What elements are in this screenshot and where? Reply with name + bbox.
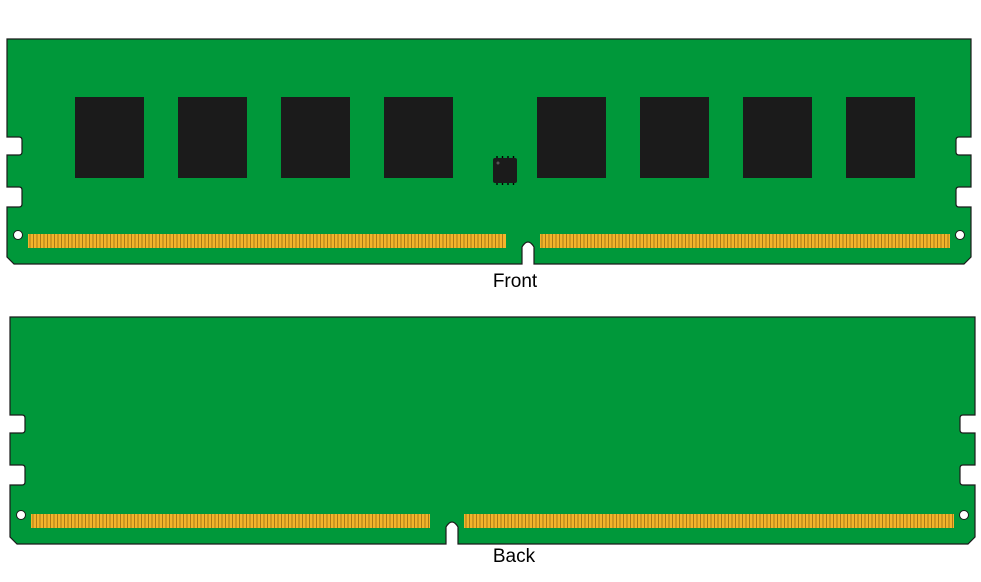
front-dram-chip [846, 97, 915, 178]
back-pcb [9, 316, 976, 545]
front-spd-chip-dot [496, 161, 500, 165]
front-dram-chip [178, 97, 247, 178]
front-dram-chip [281, 97, 350, 178]
back-contact-pins [465, 514, 953, 528]
front-spd-chip [493, 158, 517, 183]
back-contact-pins [32, 514, 429, 528]
front-dram-chip [640, 97, 709, 178]
front-dram-chip [75, 97, 144, 178]
front-dram-chip [743, 97, 812, 178]
front-contact-pins [29, 234, 503, 248]
back-caption: Back [492, 546, 536, 567]
front-contacts-left [28, 234, 506, 248]
front-pcb [6, 38, 972, 265]
front-mount-hole-right [955, 230, 965, 240]
front-module [6, 38, 972, 265]
back-mount-hole-left [16, 510, 26, 520]
back-contacts-right [464, 514, 954, 528]
front-dram-chip [537, 97, 606, 178]
front-mount-hole-left [13, 230, 23, 240]
front-caption: Front [492, 271, 538, 292]
front-spd-chip-pins [496, 156, 515, 185]
back-contacts-left [31, 514, 430, 528]
back-mount-hole-right [959, 510, 969, 520]
front-dram-chip [384, 97, 453, 178]
back-module [9, 316, 976, 545]
front-contact-pins [541, 234, 949, 248]
